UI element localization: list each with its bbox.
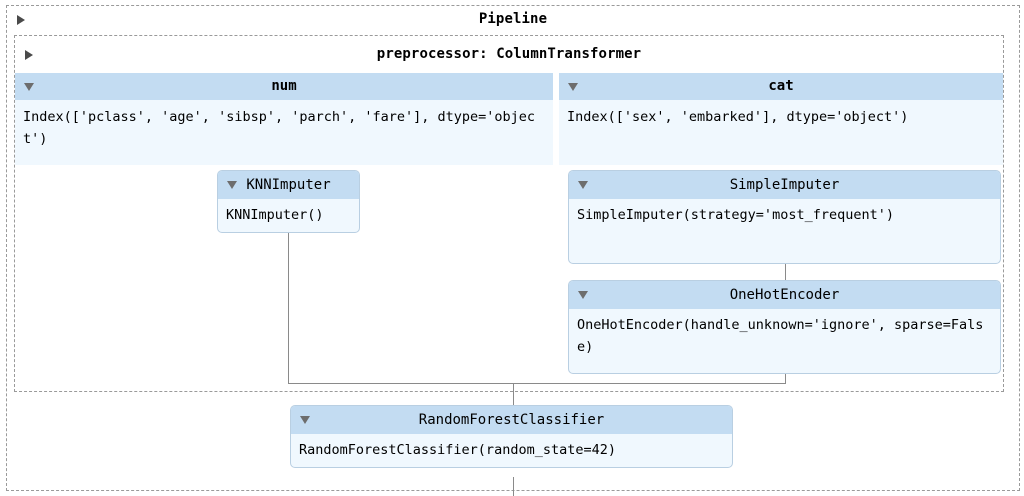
estimator-box-knn-imputer[interactable]: KNNImputer KNNImputer() bbox=[217, 170, 360, 233]
simple-imputer-repr: SimpleImputer(strategy='most_frequent') bbox=[577, 207, 894, 223]
knn-imputer-repr: KNNImputer() bbox=[226, 207, 324, 223]
random-forest-toggle-triangle-down-icon[interactable] bbox=[300, 416, 310, 424]
column-num-toggle-triangle-down-icon[interactable] bbox=[24, 83, 34, 91]
simple-imputer-toggle-triangle-down-icon[interactable] bbox=[578, 181, 588, 189]
column-cat-toggle-triangle-down-icon[interactable] bbox=[568, 83, 578, 91]
estimator-header-simple-imputer[interactable]: SimpleImputer bbox=[569, 171, 1000, 199]
one-hot-encoder-toggle-triangle-down-icon[interactable] bbox=[578, 291, 588, 299]
preprocessor-toggle-triangle-right-icon[interactable] bbox=[25, 50, 33, 60]
estimator-box-random-forest-classifier[interactable]: RandomForestClassifier RandomForestClass… bbox=[290, 405, 733, 468]
column-cat-label: cat bbox=[768, 78, 794, 94]
estimator-header-one-hot-encoder[interactable]: OneHotEncoder bbox=[569, 281, 1000, 309]
simple-imputer-title: SimpleImputer bbox=[729, 177, 840, 193]
preprocessor-container[interactable] bbox=[14, 35, 1004, 392]
column-header-num[interactable]: num bbox=[15, 73, 553, 100]
random-forest-title: RandomForestClassifier bbox=[418, 412, 605, 428]
connector-cat-imputer-to-encoder bbox=[785, 264, 786, 280]
column-cell-cat: cat Index(['sex', 'embarked'], dtype='ob… bbox=[559, 73, 1003, 165]
connector-merge-horizontal bbox=[288, 383, 786, 384]
estimator-header-knn-imputer[interactable]: KNNImputer bbox=[218, 171, 359, 199]
column-cat-value: Index(['sex', 'embarked'], dtype='object… bbox=[567, 109, 909, 125]
connector-final-output-stub bbox=[513, 477, 514, 496]
random-forest-repr: RandomForestClassifier(random_state=42) bbox=[299, 442, 616, 458]
column-cell-num: num Index(['pclass', 'age', 'sibsp', 'pa… bbox=[15, 73, 553, 165]
knn-imputer-title: KNNImputer bbox=[246, 177, 331, 193]
pipeline-toggle-triangle-right-icon[interactable] bbox=[17, 15, 25, 25]
estimator-box-one-hot-encoder[interactable]: OneHotEncoder OneHotEncoder(handle_unkno… bbox=[568, 280, 1001, 374]
knn-imputer-toggle-triangle-down-icon[interactable] bbox=[227, 181, 237, 189]
estimator-box-simple-imputer[interactable]: SimpleImputer SimpleImputer(strategy='mo… bbox=[568, 170, 1001, 264]
preprocessor-title: preprocessor: ColumnTransformer bbox=[376, 46, 642, 62]
one-hot-encoder-title: OneHotEncoder bbox=[729, 287, 840, 303]
pipeline-title: Pipeline bbox=[478, 11, 548, 27]
connector-cat-branch-vertical bbox=[785, 374, 786, 383]
column-num-label: num bbox=[271, 78, 297, 94]
one-hot-encoder-repr: OneHotEncoder(handle_unknown='ignore', s… bbox=[577, 317, 984, 355]
column-header-cat[interactable]: cat bbox=[559, 73, 1003, 100]
column-num-value: Index(['pclass', 'age', 'sibsp', 'parch'… bbox=[23, 109, 536, 147]
estimator-header-random-forest-classifier[interactable]: RandomForestClassifier bbox=[291, 406, 732, 434]
connector-num-branch-vertical bbox=[288, 233, 289, 383]
connector-to-final-estimator bbox=[513, 383, 514, 405]
